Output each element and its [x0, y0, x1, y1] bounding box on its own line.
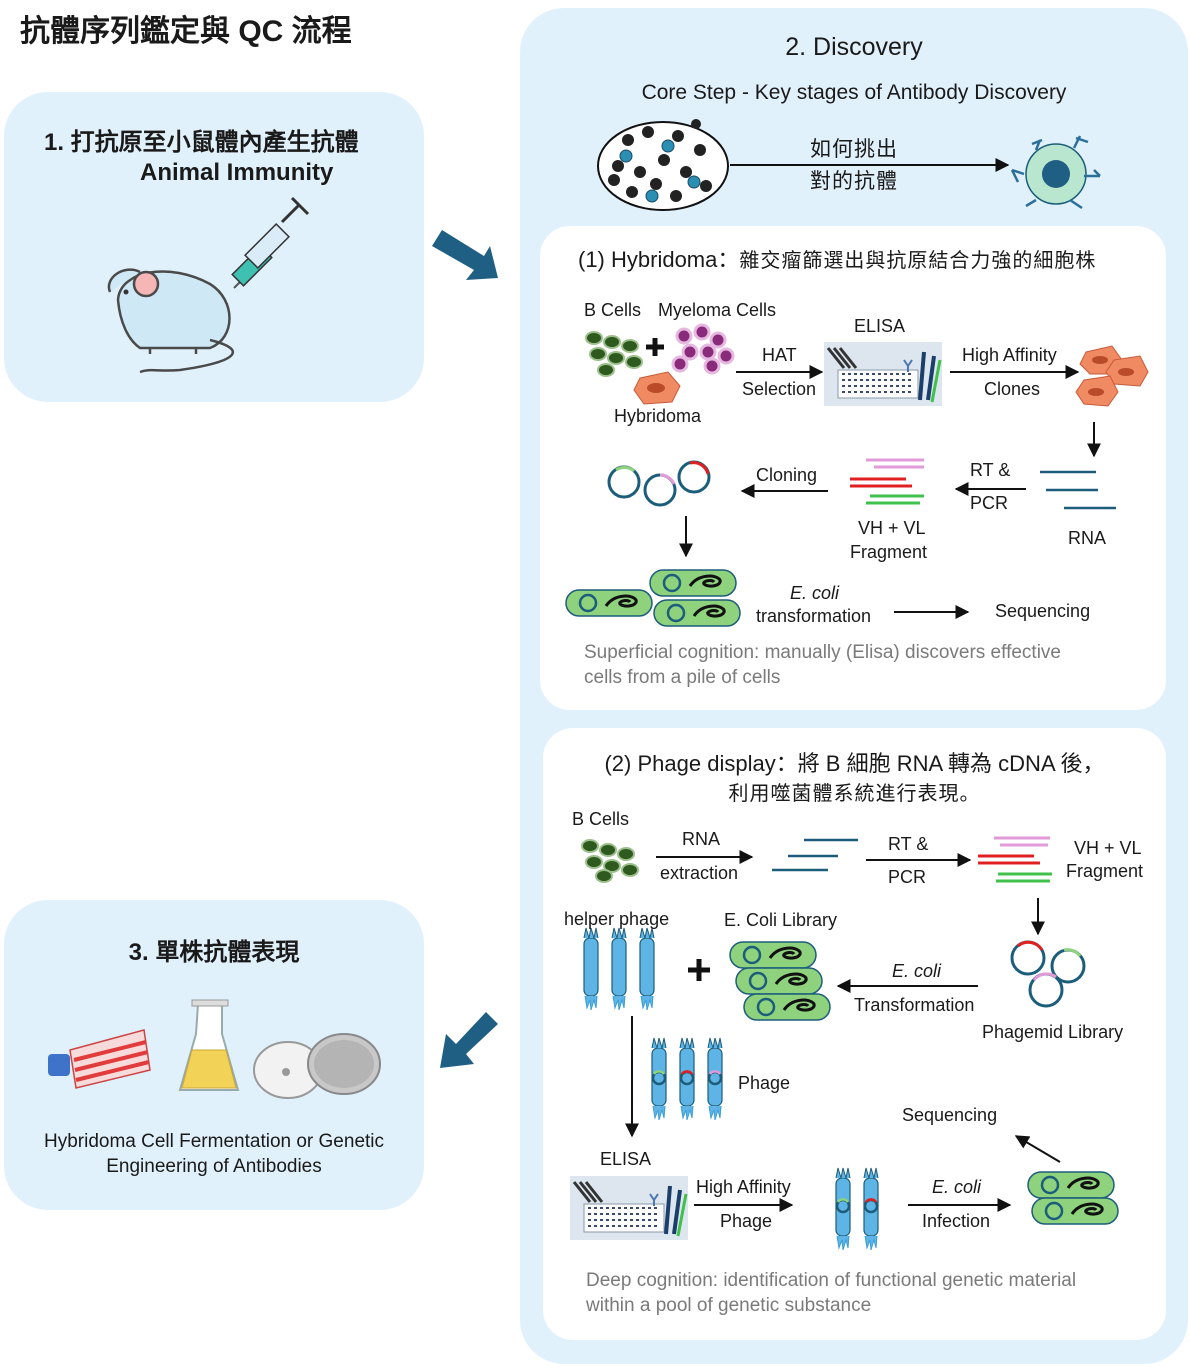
elisa-plate-icon: [822, 340, 944, 408]
step1-panel: [4, 92, 424, 402]
hybridoma-note-line1: Superficial cognition: manually (Elisa) …: [584, 642, 1061, 663]
phage-ecoli2-label: E. coli: [932, 1177, 982, 1197]
hybridoma-myeloma-label: Myeloma Cells: [658, 300, 777, 320]
plus-icon: [646, 338, 664, 356]
hybridoma-card: [540, 226, 1166, 710]
phage-note-line2: within a pool of genetic substance: [586, 1295, 872, 1316]
selected-phage-icon: [835, 1167, 879, 1251]
cell-pool-icon: [597, 119, 729, 211]
phagemid-library-label: Phagemid Library: [982, 1022, 1124, 1042]
step1-title: 1. 打抗原至小鼠體內產生抗體: [44, 129, 359, 156]
hybridoma-high-affinity-label: High Affinity: [962, 345, 1057, 365]
vh-vl-fragment-icon: [850, 458, 924, 505]
phage-pcr-label: PCR: [888, 867, 927, 887]
helper-phage-icon: [583, 927, 655, 1011]
plasmids-icon: [607, 460, 711, 507]
arrow-phage-sequencing: [1014, 1135, 1061, 1163]
phage-ecoli-label: E. coli: [892, 961, 942, 981]
selected-cell-icon: [1010, 135, 1101, 210]
hybridoma-cell-icon: [633, 371, 681, 405]
hybridoma-ecoli-label: E. coli: [790, 583, 840, 603]
transformed-bacteria-icon: [564, 568, 742, 628]
helper-phage-label: helper phage: [564, 909, 670, 929]
step3-title: 3. 單株抗體表現: [128, 939, 300, 966]
step1-subtitle: Animal Immunity: [140, 159, 334, 186]
hybridoma-rna-label: RNA: [1068, 528, 1107, 548]
phage-note-line1: Deep cognition: identification of functi…: [586, 1270, 1077, 1291]
phage-fragment-label: Fragment: [1066, 861, 1144, 881]
phage-elisa-plate-icon: [568, 1174, 690, 1242]
hybridoma-sequencing-label: Sequencing: [995, 601, 1091, 621]
phage-rna-strands-icon: [772, 838, 858, 872]
discovery-question-line2: 對的抗體: [810, 169, 898, 193]
rna-strands-icon: [1040, 470, 1116, 510]
arrow-step2-to-step3: [440, 1012, 498, 1068]
b-cells-icon: [585, 331, 643, 377]
phage-phage-label: Phage: [720, 1211, 773, 1231]
step3-caption-line2: Engineering of Antibodies: [106, 1156, 322, 1177]
mouse-icon: [107, 268, 235, 374]
hybridoma-heading-en: (1) Hybridoma：: [578, 247, 740, 272]
discovery-subtitle: Core Step - Key stages of Antibody Disco…: [641, 81, 1067, 104]
petri-dish-icon: [253, 1033, 381, 1099]
hybridoma-heading: (1) Hybridoma：雜交瘤篩選出與抗原結合力強的細胞株: [578, 247, 1096, 273]
phage-high-affinity-label: High Affinity: [696, 1177, 791, 1197]
phage-particles-icon: [651, 1037, 723, 1121]
phage-elisa-label: ELISA: [600, 1149, 652, 1169]
syringe-icon: [231, 196, 310, 289]
erlenmeyer-flask-icon: [178, 999, 240, 1091]
phage-b-cells-label: B Cells: [572, 809, 630, 829]
arrow-step1-to-step2: [432, 230, 498, 280]
clones-label: Clones: [984, 379, 1041, 399]
ecoli-library-icon: [728, 940, 832, 1022]
hybridoma-heading-zh: 雜交瘤篩選出與抗原結合力強的細胞株: [739, 248, 1097, 272]
discovery-title: 2. Discovery: [785, 33, 923, 61]
phage-b-cells-icon: [581, 839, 639, 883]
hybridoma-b-cells-label: B Cells: [584, 300, 642, 320]
phage-particles-label: Phage: [738, 1073, 791, 1093]
ecoli-library-label: E. Coli Library: [724, 910, 838, 930]
phage-vh-vl-label: VH + VL: [1074, 838, 1142, 858]
hybridoma-vh-vl-label: VH + VL: [858, 518, 926, 538]
hybridoma-transformation-label: transformation: [756, 606, 872, 626]
myeloma-cells-icon: [671, 323, 735, 375]
phage-sequencing-label: Sequencing: [902, 1105, 998, 1125]
hybridoma-fragment-label: Fragment: [850, 542, 928, 562]
hybridoma-elisa-label: ELISA: [854, 316, 906, 336]
hybridoma-pcr-label: PCR: [970, 493, 1009, 513]
hybridoma-note-line2: cells from a pile of cells: [584, 667, 781, 688]
culture-flask-icon: [48, 1029, 151, 1089]
phage-heading-line1: (2) Phage display：將 B 細胞 RNA 轉為 cDNA 後，: [604, 751, 1105, 776]
phagemid-library-icon: [1010, 940, 1086, 1008]
phage-transformation-label: Transformation: [854, 995, 975, 1015]
page-title: 抗體序列鑑定與 QC 流程: [20, 15, 352, 48]
clone-cells-icon: [1075, 345, 1149, 407]
infected-bacteria-icon: [1026, 1170, 1120, 1226]
phage-heading-line2: 利用噬菌體系統進行表現。: [728, 781, 981, 805]
extraction-label: extraction: [660, 863, 739, 883]
phage-vh-vl-fragment-icon: [978, 836, 1052, 883]
selection-label: Selection: [742, 379, 817, 399]
step3-caption-line1: Hybridoma Cell Fermentation or Genetic: [43, 1131, 385, 1152]
infection-label: Infection: [922, 1211, 991, 1231]
cloning-label: Cloning: [756, 465, 818, 485]
phage-rt-label: RT &: [888, 834, 929, 854]
hat-label: HAT: [762, 345, 797, 365]
phage-plus-icon: [688, 959, 710, 981]
hybridoma-rt-label: RT &: [970, 460, 1011, 480]
discovery-question-line1: 如何挑出: [810, 137, 898, 161]
hybridoma-cell-label: Hybridoma: [614, 406, 702, 426]
phage-rna-label: RNA: [682, 829, 721, 849]
